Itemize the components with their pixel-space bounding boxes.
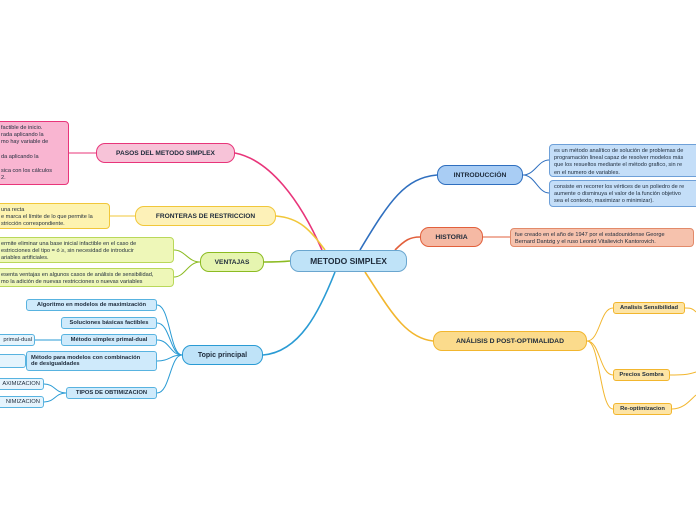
ventajas-note-1[interactable]: ermite eliminar una base inicial infacti… bbox=[0, 237, 174, 263]
analisis-item-sensibilidad[interactable]: Analisis Sensibilidad bbox=[613, 302, 685, 314]
topic-subitem-primal-dual[interactable]: primal-dual bbox=[0, 334, 35, 346]
link-historia bbox=[394, 236, 421, 251]
note-line: sea el contexto, maximizar o minimizar). bbox=[554, 198, 654, 205]
ventajas-note-2[interactable]: esenta ventajas en algunos casos de anál… bbox=[0, 268, 174, 287]
note-line: mo hay variable de bbox=[1, 139, 49, 146]
item-label: Método simplex primal-dual bbox=[70, 337, 148, 343]
branch-fronteras[interactable]: FRONTERAS DE RESTRICCION bbox=[135, 206, 276, 226]
note-line: consiste en recorrer los vértices de un … bbox=[554, 184, 685, 190]
note-line: ermite eliminar una base inicial infacti… bbox=[1, 241, 137, 247]
tipos-subitem-maximizacion[interactable]: AXIMIZACION bbox=[0, 378, 44, 390]
analisis-item-reoptimizacion[interactable]: Re-optimizacion bbox=[613, 403, 672, 415]
link-fronteras bbox=[275, 215, 326, 251]
analisis-item-precios-sombra[interactable]: Precios Sombra bbox=[613, 369, 670, 381]
item-label: de desigualdades bbox=[31, 361, 80, 367]
link-pasos bbox=[234, 152, 323, 251]
branch-pasos[interactable]: PASOS DEL METODO SIMPLEX bbox=[96, 143, 235, 163]
note-line bbox=[1, 161, 64, 168]
note-line: programación lineal capaz de resolver mo… bbox=[554, 155, 684, 162]
link-introduccion bbox=[359, 174, 438, 251]
branch-historia-label: HISTORIA bbox=[435, 233, 468, 241]
introduccion-note-2[interactable]: consiste en recorrer los vértices de un … bbox=[549, 180, 696, 207]
note-line: fue creado en el año de 1947 por el esta… bbox=[515, 232, 665, 238]
topic-item-soluciones[interactable]: Soluciones básicas factibles bbox=[61, 317, 157, 329]
item-label: NIMIZACION bbox=[5, 399, 40, 405]
branch-pasos-label: PASOS DEL METODO SIMPLEX bbox=[116, 149, 215, 157]
pasos-note[interactable]: factible de inicio. rada aplicando la mo… bbox=[0, 121, 69, 185]
branch-ventajas-label: VENTAJAS bbox=[214, 258, 250, 266]
branch-analisis[interactable]: ANÁLISIS D POST-OPTIMALIDAD bbox=[433, 331, 587, 351]
note-line: una recta bbox=[1, 207, 25, 213]
branch-topic-label: Topic principal bbox=[197, 351, 248, 359]
central-topic-label: METODO SIMPLEX bbox=[310, 256, 387, 266]
item-label: TIPOS DE OBTIMIZACION bbox=[75, 390, 148, 396]
note-line: Bernard Dantzig y el ruso Leonid Vitalie… bbox=[515, 239, 656, 246]
tipos-subitem-minimizacion[interactable]: NIMIZACION bbox=[0, 396, 44, 408]
item-label: primal-dual bbox=[3, 337, 32, 343]
branch-introduccion[interactable]: INTRODUCCIÓN bbox=[437, 165, 523, 185]
historia-note[interactable]: fue creado en el año de 1947 por el esta… bbox=[510, 228, 694, 247]
note-line: aumente o disminuya el valor de la funci… bbox=[554, 191, 681, 198]
note-line: que los resueltos mediante el método gra… bbox=[554, 162, 683, 169]
branch-ventajas[interactable]: VENTAJAS bbox=[200, 252, 264, 272]
introduccion-note-1[interactable]: es un método analítico de solución de pr… bbox=[549, 144, 696, 177]
item-label: Analisis Sensibilidad bbox=[620, 305, 678, 311]
link-topic bbox=[262, 271, 336, 356]
note-line: stricción correspondiente. bbox=[1, 221, 65, 228]
note-line: 2. bbox=[1, 175, 6, 182]
note-line: esenta ventajas en algunos casos de anál… bbox=[1, 272, 154, 278]
central-topic[interactable]: METODO SIMPLEX bbox=[290, 250, 407, 272]
item-label: Precios Sombra bbox=[619, 372, 664, 378]
note-line: estricciones del tipo = ó ≥, sin necesid… bbox=[1, 248, 134, 255]
note-line: en el numero de variables. bbox=[554, 169, 620, 176]
note-line: factible de inicio. bbox=[1, 125, 43, 131]
note-line: da aplicando la bbox=[1, 153, 39, 160]
topic-item-primal-dual[interactable]: Método simplex primal-dual bbox=[61, 334, 157, 346]
item-label: AXIMIZACION bbox=[2, 381, 40, 387]
item-label: Soluciones básicas factibles bbox=[69, 320, 149, 326]
branch-topic-principal[interactable]: Topic principal bbox=[182, 345, 263, 365]
note-line: ariables artificiales. bbox=[1, 255, 49, 262]
branch-fronteras-label: FRONTERAS DE RESTRICCION bbox=[155, 212, 256, 220]
branch-introduccion-label: INTRODUCCIÓN bbox=[453, 171, 507, 179]
topic-item-maximizacion[interactable]: Algoritmo en modelos de maximización bbox=[26, 299, 157, 311]
topic-item-tipos[interactable]: TIPOS DE OBTIMIZACION bbox=[66, 387, 157, 399]
note-line: sica con los cálculos bbox=[1, 168, 52, 175]
link-ventajas bbox=[263, 260, 291, 263]
note-line: mo la adición de nuevas restricciones o … bbox=[1, 279, 143, 286]
topic-subitem-empty[interactable] bbox=[0, 354, 26, 368]
topic-item-combinacion[interactable]: Método para modelos con combinación de d… bbox=[26, 351, 157, 371]
fronteras-note[interactable]: una recta e marca el límite de lo que pe… bbox=[0, 203, 110, 229]
note-line: e marca el límite de lo que permite la bbox=[1, 214, 93, 221]
item-label: Método para modelos con combinación bbox=[31, 355, 141, 361]
item-label: Re-optimizacion bbox=[620, 406, 665, 412]
link-analisis bbox=[364, 271, 434, 342]
note-line: es un método analítico de solución de pr… bbox=[554, 148, 684, 154]
note-line bbox=[1, 147, 64, 154]
branch-historia[interactable]: HISTORIA bbox=[420, 227, 483, 247]
branch-analisis-label: ANÁLISIS D POST-OPTIMALIDAD bbox=[456, 337, 564, 345]
note-line: rada aplicando la bbox=[1, 132, 44, 139]
item-label: Algoritmo en modelos de maximización bbox=[36, 302, 147, 308]
